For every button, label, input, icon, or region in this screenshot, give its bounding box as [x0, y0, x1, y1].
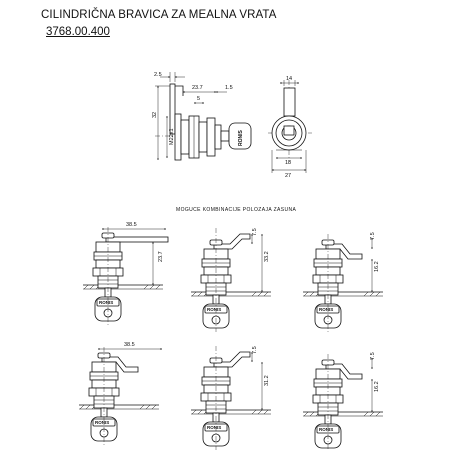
drawing-title: CILINDRIČNA BRAVICA ZA MEALNA VRATA — [41, 9, 277, 21]
combo-2-key-text: RONIS — [207, 307, 221, 312]
combo-3-key-text: RONIS — [319, 307, 333, 312]
combination-3: 7.5 16.2 RONIS — [302, 232, 384, 333]
combo-3-dim-h: 7.5 — [370, 232, 376, 240]
dim-front-flat: 18 — [285, 160, 291, 166]
section-caption: MOGUCE KOMBINACIJE POLOZAJA ZASUNA — [176, 207, 297, 213]
dim-cam-thickness: 2.5 — [154, 72, 162, 78]
combo-4-key-text: RONIS — [95, 420, 109, 425]
side-view: RONIS 2.5 23.7 1.5 5 32 M22x1 — [152, 72, 252, 161]
combo-5-dim-v: 31.2 — [264, 375, 270, 386]
dim-thread: M22x1 — [169, 128, 175, 145]
combination-4: 38.5 RONIS — [78, 342, 163, 446]
dim-height: 32 — [152, 112, 158, 118]
combo-6-key-text: RONIS — [319, 427, 333, 432]
combo-5-dim-h: 7.5 — [252, 346, 258, 354]
combo-3-dim-v: 16.2 — [374, 261, 380, 272]
side-view-key-text: RONIS — [238, 130, 244, 147]
dim-body-length: 23.7 — [192, 85, 203, 91]
combo-4-dim-h: 38.5 — [124, 342, 135, 348]
front-view: 14 18 27 — [268, 76, 312, 179]
combo-2-dim-h: 7.5 — [252, 228, 258, 236]
combo-2-dim-v: 33.2 — [264, 251, 270, 262]
combo-6-dim-v: 16.2 — [374, 381, 380, 392]
combo-1-dim-h: 38.5 — [126, 222, 137, 228]
combination-1: 38.5 23.7 RONIS — [82, 222, 169, 326]
combo-6-dim-h: 7.5 — [370, 352, 376, 360]
dim-front-width: 27 — [285, 173, 291, 179]
dim-gap: 5 — [197, 96, 200, 102]
combination-2: 7.5 33.2 RONIS — [190, 227, 272, 333]
product-code: 3768.00.400 — [46, 26, 110, 38]
dim-shoulder: 1.5 — [225, 85, 233, 91]
combination-5: 7.5 31.2 RONIS — [190, 345, 272, 450]
combo-5-key-text: RONIS — [207, 425, 221, 430]
combo-1-key-text: RONIS — [99, 300, 113, 305]
combination-6: 7.5 16.2 RONIS — [302, 352, 384, 450]
dim-front-top: 14 — [286, 76, 292, 82]
combo-1-dim-v: 23.7 — [158, 251, 164, 262]
